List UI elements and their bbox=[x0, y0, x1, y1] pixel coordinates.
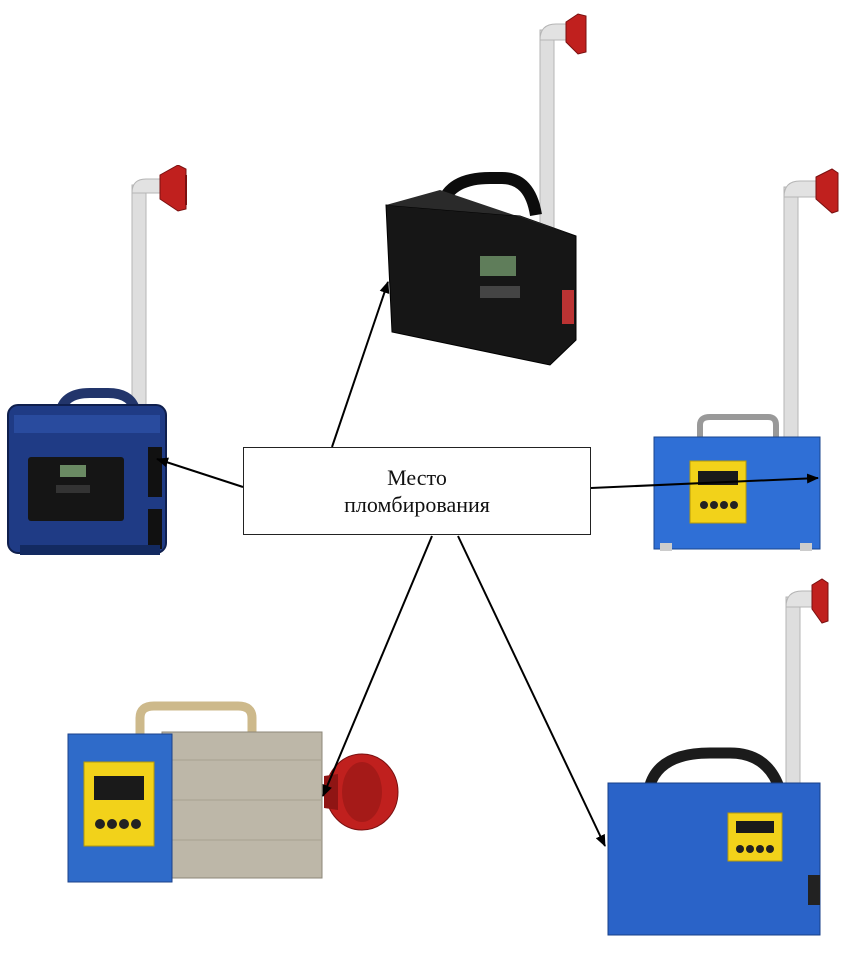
device-5-blue-box bbox=[607, 578, 829, 936]
device-3-blue-box bbox=[653, 168, 839, 551]
device-4-aluminium-box bbox=[67, 701, 399, 883]
device-1-navy-suitcase bbox=[7, 165, 187, 555]
arrow-to-device-2 bbox=[331, 281, 390, 448]
callout-line-2: пломбирования bbox=[344, 492, 490, 517]
callout-line-1: Место bbox=[387, 465, 447, 490]
probe-nozzle-icon bbox=[565, 13, 587, 55]
arrow-to-device-4 bbox=[322, 535, 433, 797]
probe-nozzle-icon bbox=[811, 578, 829, 624]
probe-nozzle-icon bbox=[159, 165, 187, 212]
device-2-black-box bbox=[385, 13, 587, 366]
arrow-to-device-5 bbox=[457, 535, 606, 847]
arrow-to-device-1 bbox=[156, 457, 244, 488]
arrow-to-device-3 bbox=[590, 473, 819, 489]
sealing-place-callout: Место пломбирования bbox=[243, 447, 591, 535]
probe-nozzle-icon bbox=[815, 168, 839, 214]
